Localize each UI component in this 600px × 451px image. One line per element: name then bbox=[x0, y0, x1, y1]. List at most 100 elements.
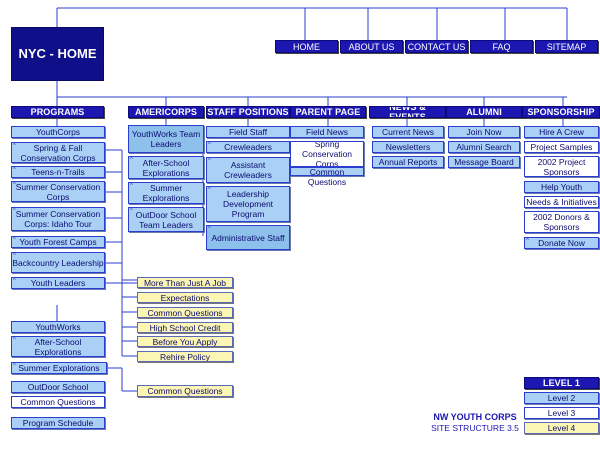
caption-subtitle: SITE STRUCTURE 3.5 bbox=[431, 423, 519, 433]
americorps-youthworks-leaders[interactable]: YouthWorks Team Leaders bbox=[128, 125, 204, 153]
sponsor-needs-initiatives[interactable]: Needs & Initiatives bbox=[524, 196, 599, 208]
label: After-School Explorations bbox=[142, 157, 190, 178]
legend-level-4: Level 4 bbox=[524, 422, 599, 434]
sponsor-help-youth[interactable]: Help Youth bbox=[524, 181, 599, 193]
caret-icon: ^ bbox=[526, 238, 529, 244]
caret-icon: ^ bbox=[13, 143, 16, 149]
sub-before-you-apply[interactable]: Before You Apply bbox=[137, 336, 233, 347]
nav-home[interactable]: HOME bbox=[275, 40, 338, 53]
sponsor-2002-project-sponsors[interactable]: 2002 Project Sponsors bbox=[524, 156, 599, 177]
sub-rehire-policy[interactable]: Rehire Policy bbox=[137, 351, 233, 362]
americorps-after-school[interactable]: ^ After-School Explorations bbox=[128, 156, 204, 179]
caret-icon: ^ bbox=[13, 237, 16, 243]
label: OutDoor School Team Leaders bbox=[135, 209, 197, 230]
program-youth-forest-camps[interactable]: ^Youth Forest Camps bbox=[11, 236, 105, 248]
section-staff-positions[interactable]: STAFF POSITIONS bbox=[206, 106, 290, 118]
staff-assistant-crewleaders[interactable]: ^ Assistant Crewleaders bbox=[206, 157, 290, 183]
home-box[interactable]: NYC - HOME bbox=[11, 27, 104, 81]
caret-icon: ^ bbox=[13, 182, 16, 188]
sub-summer-common-questions[interactable]: Common Questions bbox=[137, 385, 233, 397]
label: Backcountry Leadership bbox=[12, 257, 104, 268]
section-news-events[interactable]: NEWS & EVENTS bbox=[369, 106, 446, 118]
caret-icon: ^ bbox=[208, 142, 211, 148]
staff-leadership-development[interactable]: ^ Leadership Development Program bbox=[206, 186, 290, 222]
program-after-school[interactable]: ^ After-School Explorations bbox=[11, 336, 105, 357]
caret-icon: ^ bbox=[13, 363, 16, 369]
news-annual-reports[interactable]: Annual Reports bbox=[372, 156, 444, 168]
label: Donate Now bbox=[538, 238, 585, 248]
sub-expectations[interactable]: Expectations bbox=[137, 292, 233, 303]
section-alumni[interactable]: ALUMNI bbox=[446, 106, 522, 118]
program-schedule[interactable]: Program Schedule bbox=[11, 417, 105, 429]
label: Youth Leaders bbox=[30, 278, 86, 288]
nav-about-us[interactable]: ABOUT US bbox=[340, 40, 403, 53]
label: Spring & Fall Conservation Corps bbox=[20, 142, 96, 163]
staff-administrative[interactable]: ^Administrative Staff bbox=[206, 225, 290, 250]
program-youthworks[interactable]: YouthWorks bbox=[11, 321, 105, 333]
legend-level-1: LEVEL 1 bbox=[524, 377, 599, 389]
label: After-School Explorations bbox=[34, 336, 82, 357]
label: Summer Conservation Corps bbox=[15, 181, 101, 202]
news-newsletters[interactable]: Newsletters bbox=[372, 141, 444, 153]
caret-icon: ^ bbox=[13, 337, 16, 343]
parent-common-questions[interactable] bbox=[290, 167, 364, 176]
caret-icon: ^ bbox=[13, 278, 16, 284]
label: Administrative Staff bbox=[211, 232, 285, 243]
section-sponsorship[interactable]: SPONSORSHIP bbox=[522, 106, 600, 118]
parent-spring-corps[interactable]: Spring Conservation Corps bbox=[290, 141, 364, 167]
label: Leadership Development Program bbox=[222, 189, 274, 219]
nav-sitemap[interactable]: SITEMAP bbox=[535, 40, 598, 53]
program-youthcorps[interactable]: YouthCorps bbox=[11, 126, 105, 138]
section-parent-page[interactable]: PARENT PAGE bbox=[290, 106, 366, 118]
section-americorps[interactable]: AMERICORPS bbox=[128, 106, 204, 118]
sub-common-questions[interactable]: Common Questions bbox=[137, 307, 233, 318]
alumni-message-board[interactable]: Message Board bbox=[448, 156, 520, 168]
sub-high-school-credit[interactable]: High School Credit bbox=[137, 322, 233, 333]
program-youth-leaders[interactable]: ^ Youth Leaders bbox=[11, 277, 105, 289]
label: Youth Forest Camps bbox=[19, 237, 97, 247]
caret-icon: ^ bbox=[208, 158, 211, 164]
caret-icon: ^ bbox=[13, 253, 16, 259]
sponsor-project-samples[interactable]: Project Samples bbox=[524, 141, 599, 153]
nav-contact-us[interactable]: CONTACT US bbox=[405, 40, 468, 53]
alumni-search[interactable]: Alumni Search bbox=[448, 141, 520, 153]
program-teens-n-trails[interactable]: ^ Teens-n-Trails bbox=[11, 166, 105, 178]
program-backcountry-leadership[interactable]: ^Backcountry Leadership bbox=[11, 252, 105, 273]
parent-common-questions-label: Common Questions bbox=[307, 167, 347, 187]
label: Assistant Crewleaders bbox=[224, 160, 272, 180]
americorps-summer-explorations[interactable]: ^ Summer Explorations bbox=[128, 182, 204, 204]
caret-icon: ^ bbox=[208, 187, 211, 193]
parent-field-news[interactable]: Field News bbox=[290, 126, 364, 138]
label: Summer Explorations bbox=[142, 183, 190, 203]
label: Summer Conservation Corps: Idaho Tour bbox=[15, 209, 101, 229]
sponsor-donate-now[interactable]: ^ Donate Now bbox=[524, 237, 599, 249]
section-programs[interactable]: PROGRAMS bbox=[11, 106, 104, 118]
program-outdoor-common-questions[interactable]: Common Questions bbox=[11, 396, 105, 408]
sub-more-than-a-job[interactable]: More Than Just A Job bbox=[137, 277, 233, 288]
program-summer-explorations[interactable]: ^Summer Explorations bbox=[11, 362, 107, 374]
staff-field-staff[interactable]: Field Staff bbox=[206, 126, 290, 138]
label: Summer Explorations bbox=[18, 363, 100, 373]
caret-icon: ^ bbox=[13, 208, 16, 214]
staff-crewleaders[interactable]: ^ Crewleaders bbox=[206, 141, 290, 153]
sponsor-hire-a-crew[interactable]: Hire A Crew bbox=[524, 126, 599, 138]
caret-icon: ^ bbox=[208, 226, 211, 232]
caret-icon: ^ bbox=[130, 183, 133, 189]
alumni-join-now[interactable]: Join Now bbox=[448, 126, 520, 138]
legend-level-2: Level 2 bbox=[524, 392, 599, 404]
caret-icon: ^ bbox=[13, 167, 16, 173]
caret-icon: ^ bbox=[130, 208, 133, 214]
caret-icon: ^ bbox=[130, 157, 133, 163]
legend-level-3: Level 3 bbox=[524, 407, 599, 419]
nav-faq[interactable]: FAQ bbox=[470, 40, 533, 53]
caption-title: NW YOUTH CORPS bbox=[433, 412, 517, 422]
news-current-news[interactable]: Current News bbox=[372, 126, 444, 138]
label: Crewleaders bbox=[224, 142, 272, 152]
americorps-outdoor-leaders[interactable]: ^OutDoor School Team Leaders bbox=[128, 207, 204, 232]
label: Teens-n-Trails bbox=[31, 167, 85, 177]
program-summer-corps[interactable]: ^Summer Conservation Corps bbox=[11, 181, 105, 202]
program-summer-idaho[interactable]: ^Summer Conservation Corps: Idaho Tour bbox=[11, 207, 105, 231]
program-outdoor-school[interactable]: OutDoor School bbox=[11, 381, 105, 393]
sponsor-2002-donors[interactable]: 2002 Donors & Sponsors bbox=[524, 211, 599, 233]
program-spring-fall-corps[interactable]: ^ Spring & Fall Conservation Corps bbox=[11, 142, 105, 163]
